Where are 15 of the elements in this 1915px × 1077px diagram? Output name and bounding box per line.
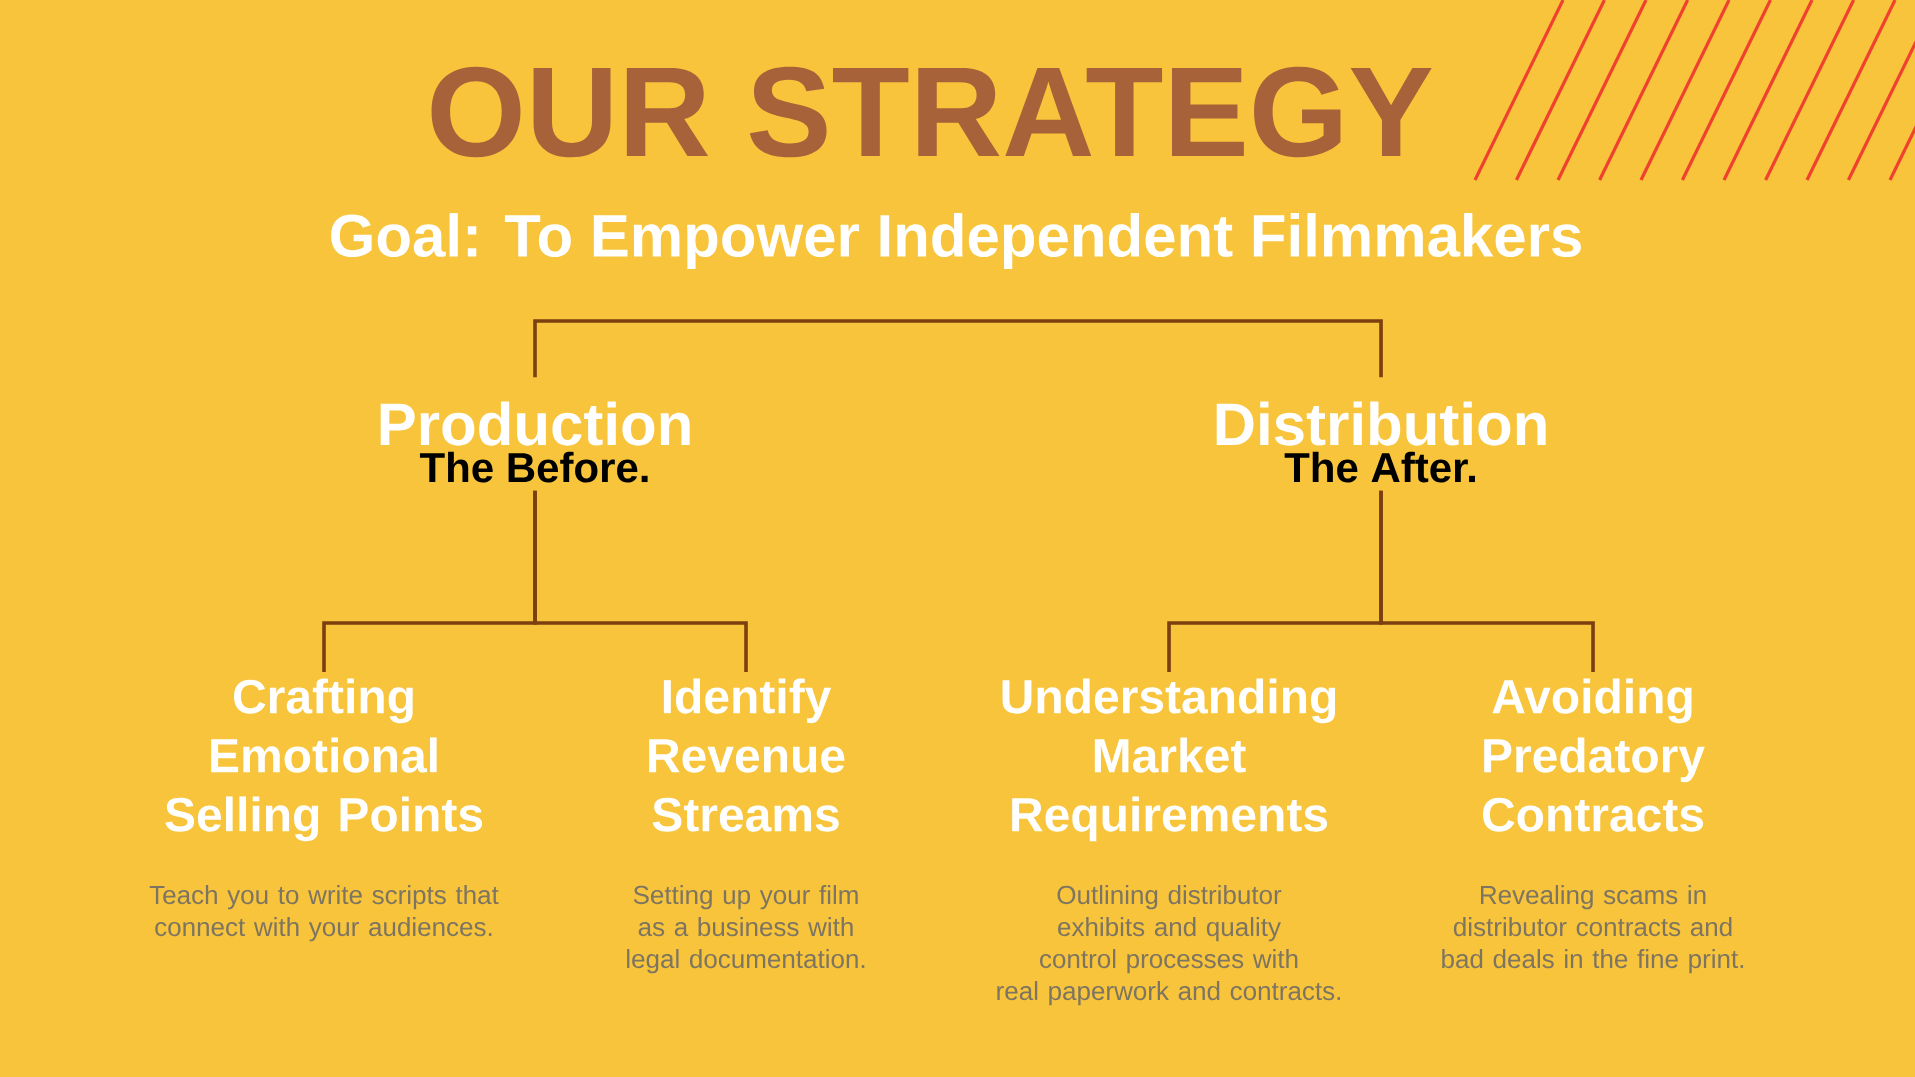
- connector-line: [533, 490, 748, 672]
- description: Outlining distributor exhibits and quality control processes with real paperwork and contracts.: [997, 885, 1340, 1006]
- topic-heading: Understanding Market Requirements: [1002, 678, 1336, 842]
- connector-line: [533, 319, 1383, 378]
- connector-line: [1379, 490, 1595, 672]
- category-heading: Distribution The After.: [1216, 401, 1546, 483]
- description: Setting up your film as a business with legal documentation.: [627, 885, 865, 974]
- subtitle: Goal: To Empower Independent Filmmakers: [331, 213, 1581, 269]
- topic-heading: Avoiding Predatory Contracts: [1483, 678, 1705, 832]
- category-heading: Production The Before.: [380, 401, 690, 483]
- topic-heading: Identify Revenue Streams: [649, 678, 845, 832]
- topic-heading: Crafting Emotional Selling Points: [165, 678, 483, 842]
- title: OUR STRATEGY: [431, 66, 1432, 158]
- description: Revealing scams in distributor contracts and bad deals in the fine print.: [1442, 885, 1744, 974]
- description: Teach you to write scripts that connect with your audiences.: [149, 885, 499, 942]
